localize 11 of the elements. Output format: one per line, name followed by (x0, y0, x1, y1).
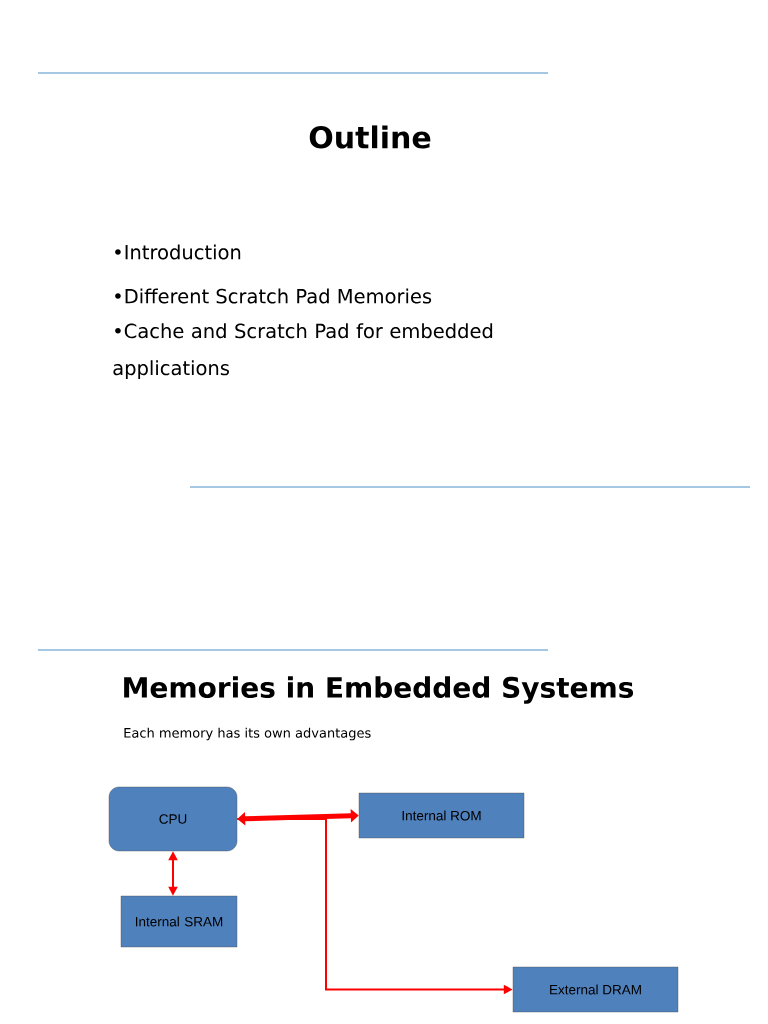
bullet-item: •Introduction (115, 244, 241, 260)
bullet-item: •Different Scratch Pad Memories (115, 288, 432, 304)
bullet-item: •Cache and Scratch Pad for embedded applications (113, 323, 493, 380)
memory-box: Internal ROM (358, 792, 525, 839)
processor-box: CPU (108, 786, 238, 852)
memory-box: External DRAM (512, 966, 679, 1013)
arrow (237, 808, 359, 826)
slide-title: Memories in Embedded Systems (124, 676, 634, 704)
memory-box: Internal SRAM (120, 895, 238, 948)
slide-title: Outline (309, 125, 431, 149)
subtitle-text: Each memory has its own advantages (124, 727, 371, 741)
